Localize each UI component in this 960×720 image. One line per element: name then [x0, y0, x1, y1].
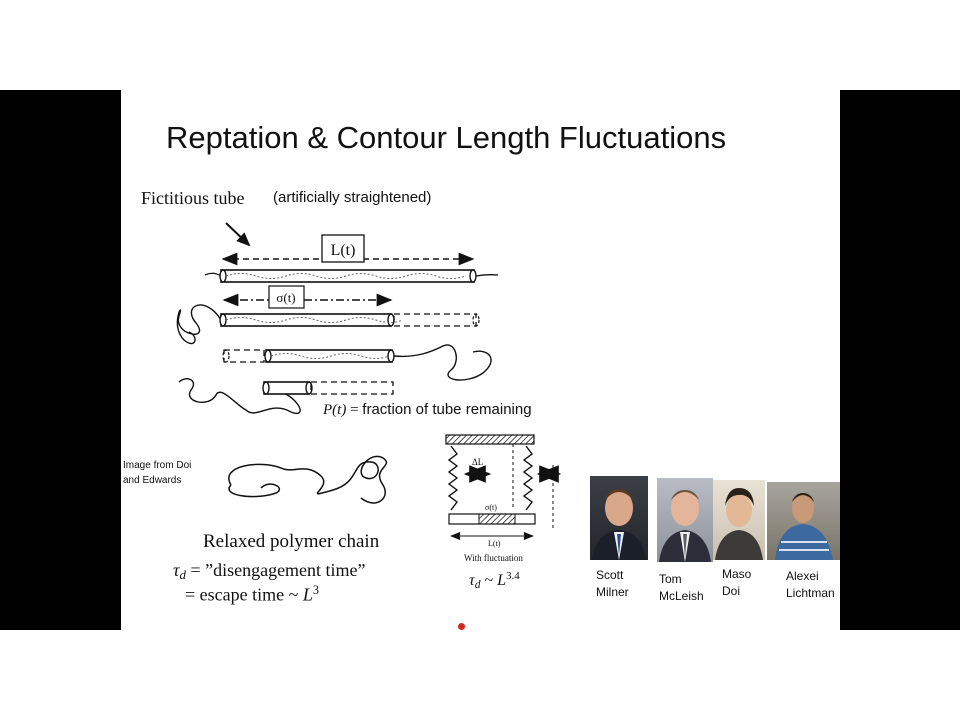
p-equals: =	[346, 402, 363, 418]
fluctuation-spring-right	[522, 445, 534, 511]
sigma-label: σ(t)	[276, 290, 295, 305]
fluctuation-sigma-label: σ(t)	[485, 503, 497, 512]
disengagement-text: = ”disengagement time”	[185, 560, 366, 580]
portrait-photo-milner	[590, 476, 648, 560]
slide-title: Reptation & Contour Length Fluctuations	[166, 120, 727, 155]
person-silhouette-icon	[715, 488, 763, 560]
relaxed-polymer-chain-tail	[228, 483, 281, 498]
person-last-name: Doi	[722, 584, 741, 598]
slide: Reptation & Contour Length Fluctuations …	[121, 90, 840, 630]
tau-subscript: d	[179, 567, 186, 583]
p-symbol: P(t)	[323, 402, 347, 418]
tube-partial-3	[178, 378, 394, 415]
person-first-name: Scott	[596, 568, 624, 582]
person-last-name: Milner	[596, 585, 629, 599]
fluct-length-symbol: L	[497, 571, 507, 589]
fluctuation-equation: τd ~ L3.4	[469, 570, 520, 591]
escape-text: = escape time ~	[185, 584, 303, 605]
length-label: L(t)	[331, 242, 356, 259]
person-silhouette-icon	[775, 493, 833, 560]
person-first-name: Tom	[659, 572, 682, 586]
escape-time-equation: = escape time ~ L3	[185, 583, 319, 606]
fluct-tilde: ~	[480, 571, 498, 589]
reptation-diagram: L(t) σ(t)	[176, 222, 562, 548]
p-text: fraction of tube remaining	[362, 401, 532, 418]
fluctuation-spring-left	[447, 445, 459, 511]
portrait-photo-lichtman	[767, 482, 840, 560]
escape-exponent: 3	[312, 583, 319, 597]
relaxed-polymer-chain	[228, 455, 388, 504]
tube-fraction-label: P(t) = fraction of tube remaining	[323, 400, 532, 419]
tube-full	[204, 269, 499, 283]
delta-length-label: ΔL	[472, 457, 483, 467]
fluctuation-caption: With fluctuation	[464, 553, 523, 563]
person-silhouette-icon	[592, 489, 646, 560]
image-source-note: Image from Doi and Edwards	[123, 460, 192, 486]
portrait-photo-doi	[713, 480, 765, 560]
pointer-dot	[458, 623, 465, 630]
fluctuation-diagram: ΔL σ(t) L(t)	[445, 434, 562, 548]
fictitious-tube-label: Fictitious tube	[141, 188, 245, 208]
portrait-photo-mcleish	[657, 478, 713, 562]
person-last-name: McLeish	[659, 589, 704, 603]
person-first-name: Maso	[722, 567, 752, 581]
length-label-box	[321, 234, 365, 263]
sigma-label-box	[268, 285, 305, 309]
fluct-exponent: 3.4	[506, 570, 520, 582]
tau-symbol: τ	[173, 560, 180, 580]
fluct-tau-subscript: d	[474, 578, 481, 591]
relaxed-chain-caption: Relaxed polymer chain	[203, 531, 380, 552]
tube-partial-2	[222, 344, 492, 381]
fluctuation-hatched-bar	[445, 434, 535, 445]
person-silhouette-icon	[659, 490, 711, 562]
straightened-note: (artificially straightened)	[273, 189, 432, 206]
disengagement-equation: τd = ”disengagement time”	[173, 560, 366, 583]
person-last-name: Lichtman	[786, 586, 835, 600]
tube-partial-1	[176, 304, 480, 345]
pointer-arrow	[225, 222, 251, 247]
escape-length-symbol: L	[302, 584, 313, 605]
fluct-tau-symbol: τ	[469, 571, 475, 589]
fluctuation-length-label: L(t)	[488, 539, 501, 548]
person-first-name: Alexei	[786, 569, 819, 583]
